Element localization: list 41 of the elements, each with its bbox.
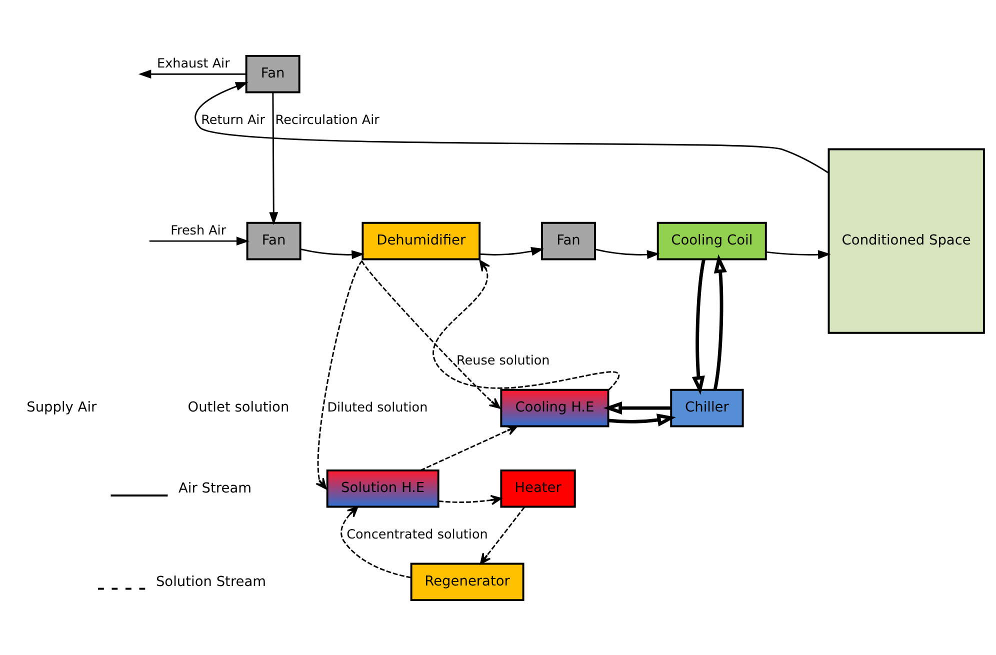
label: Outlet solution <box>188 399 290 416</box>
arrow <box>362 260 500 408</box>
arrow <box>149 236 250 246</box>
node-box: Heater <box>500 468 576 508</box>
arrow <box>603 401 671 414</box>
arrow <box>269 92 278 224</box>
arrow <box>594 248 660 259</box>
node-box: Regenerator <box>410 562 524 601</box>
edge-label: Concentrated solution <box>346 527 488 542</box>
edge-label: Exhaust Air <box>157 56 230 72</box>
legend-label: Solution Stream <box>156 574 266 590</box>
arrow <box>420 425 518 471</box>
node-box: Conditioned Space <box>828 148 985 334</box>
arrow <box>340 506 412 578</box>
arrow <box>300 248 364 259</box>
node-box: Chiller <box>670 388 744 427</box>
arrow <box>480 246 544 256</box>
node-box: Fan <box>540 221 596 260</box>
node-box: Dehumidifier <box>362 221 481 260</box>
edge-label: Recirculation Air <box>275 112 380 128</box>
label: Supply Air <box>26 399 97 416</box>
arrow <box>692 258 706 394</box>
edge-label: Fresh Air <box>170 223 226 238</box>
arrow <box>195 82 829 174</box>
legend-label: Air Stream <box>178 480 252 496</box>
arrow <box>438 494 502 505</box>
arrow <box>316 260 363 489</box>
edge-label: Reuse solution <box>456 353 550 368</box>
edge-label: Return Air <box>201 112 265 128</box>
arrow <box>608 413 676 426</box>
node-box: Fan <box>246 221 302 260</box>
arrow <box>138 69 246 78</box>
arrow <box>432 259 619 390</box>
node-box: Cooling Coil <box>656 221 767 260</box>
arrow <box>766 250 831 259</box>
edge-label: Diluted solution <box>327 400 428 415</box>
node-box: Solution H.E <box>326 468 440 508</box>
node-box: Fan <box>245 54 300 93</box>
node-box: Cooling H.E <box>500 388 610 427</box>
arrow <box>480 506 525 564</box>
arrow <box>713 254 727 390</box>
